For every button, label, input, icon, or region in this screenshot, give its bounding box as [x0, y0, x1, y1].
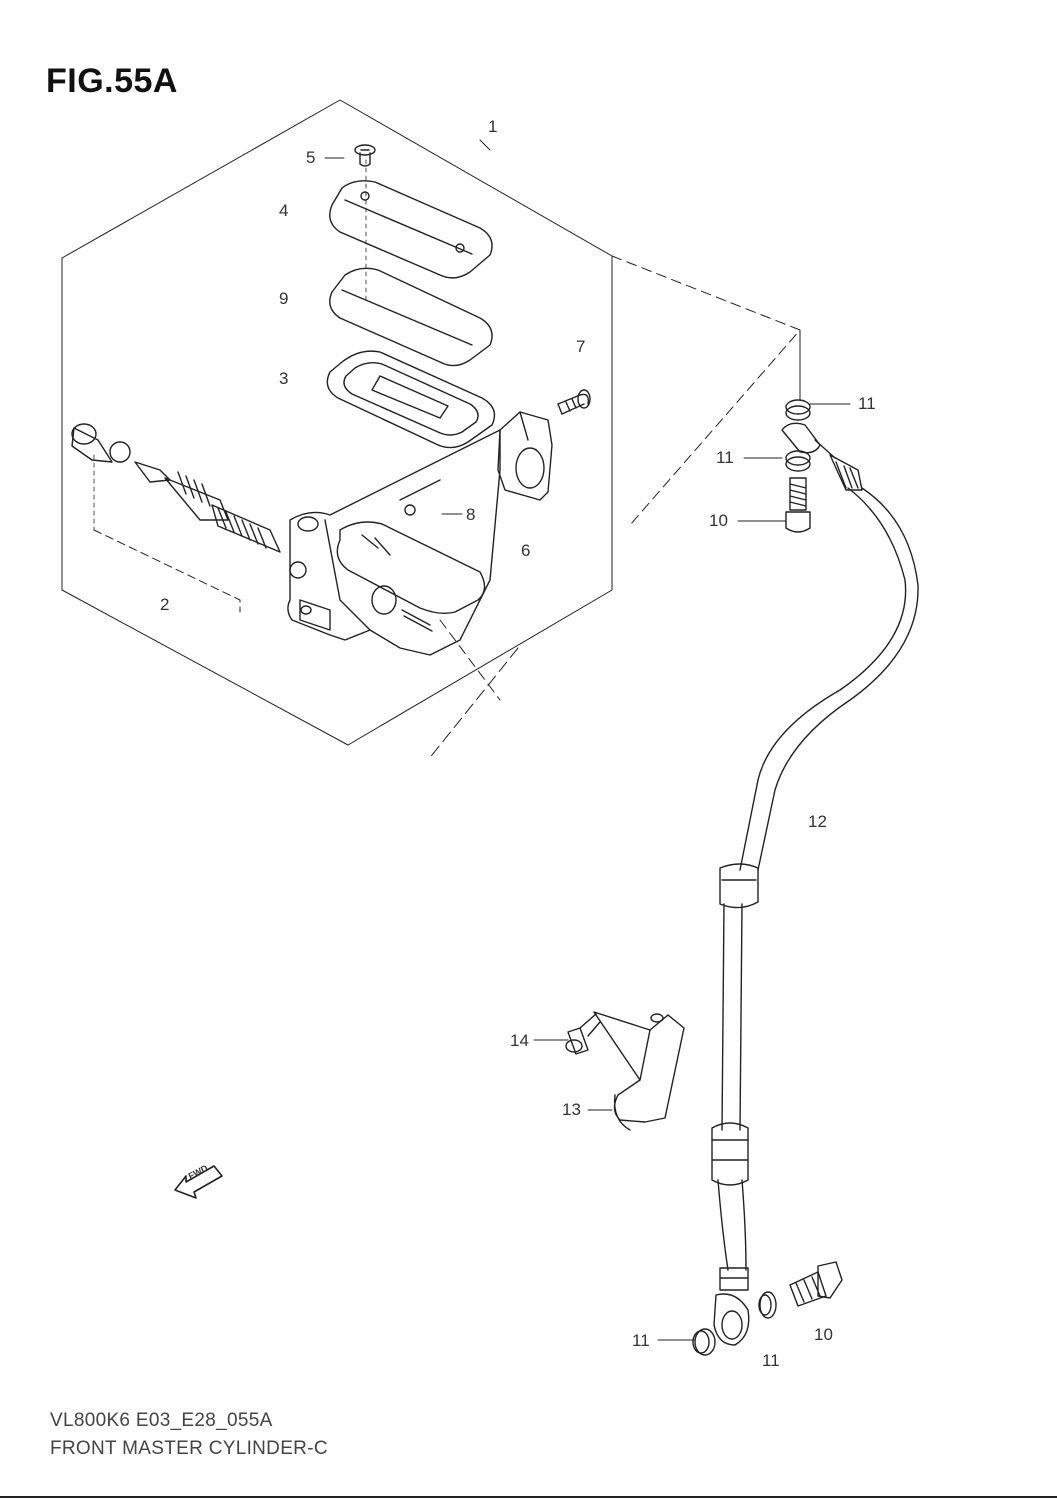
callout-11-top-upper: 11	[858, 394, 876, 413]
callout-7: 7	[576, 337, 586, 356]
figure-code: VL800K6 E03_E28_055A	[50, 1410, 273, 1431]
reservoir-cap-4	[329, 159, 493, 301]
callout-3: 3	[279, 369, 289, 388]
callout-11-top-lower: 11	[716, 448, 734, 467]
callout-5: 5	[306, 148, 316, 167]
hose-clamp-bracket-13	[593, 1011, 685, 1131]
callout-12: 12	[808, 812, 827, 831]
union-bolt-top-10	[781, 399, 821, 533]
bolt-7	[557, 389, 591, 415]
master-cylinder-body	[287, 429, 501, 656]
callout-13: 13	[562, 1100, 581, 1119]
union-bolt-bottom-10	[692, 1261, 843, 1356]
figure-title: FIG.55A	[46, 62, 178, 100]
callout-10-bottom: 10	[814, 1325, 833, 1344]
fwd-arrow-icon	[174, 1165, 223, 1199]
callout-8: 8	[466, 505, 476, 524]
callout-11-bottom-left: 11	[632, 1331, 650, 1350]
callout-11-bottom-right: 11	[762, 1351, 780, 1370]
callout-2: 2	[160, 595, 170, 614]
callout-6: 6	[521, 541, 531, 560]
clamp-6	[497, 411, 553, 501]
callout-4: 4	[279, 201, 289, 220]
figure-name: FRONT MASTER CYLINDER-C	[50, 1438, 328, 1459]
screw-5	[354, 144, 376, 167]
callout-10-top: 10	[709, 511, 728, 530]
bolt-14	[565, 1013, 601, 1055]
brake-hose-12	[711, 439, 919, 1346]
bottom-border	[0, 1496, 1057, 1498]
assembly-1-outline	[61, 99, 801, 761]
callout-1: 1	[488, 117, 498, 136]
callout-9: 9	[279, 289, 289, 308]
callout-14: 14	[510, 1031, 529, 1050]
leader-lines	[324, 139, 851, 1341]
piston-kit-2	[71, 423, 281, 613]
diaphragm-plate-9	[329, 267, 493, 367]
diaphragm-3	[326, 350, 496, 449]
